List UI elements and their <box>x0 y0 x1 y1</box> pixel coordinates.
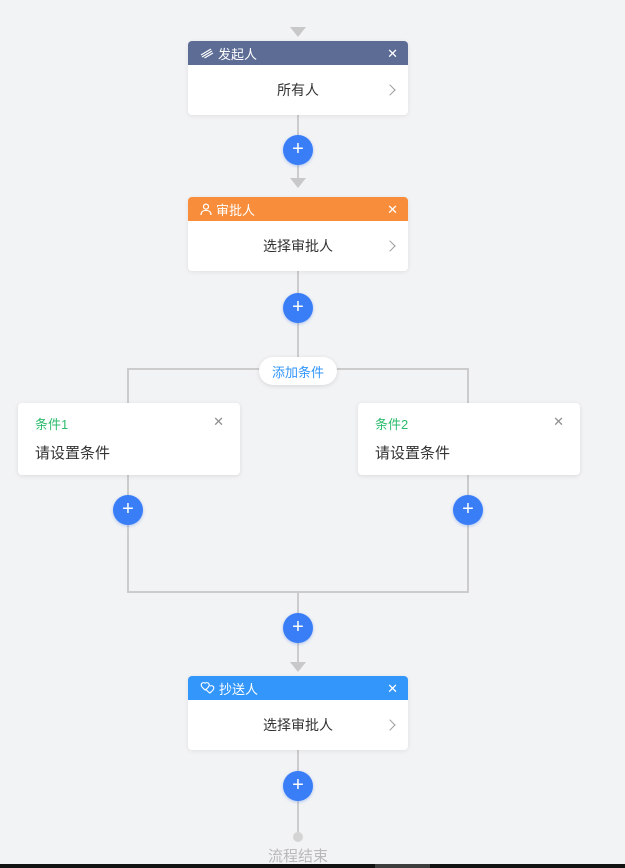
condition-2-title: 条件2 <box>375 417 409 432</box>
node-approver-title: 审批人 <box>216 202 256 218</box>
node-approver-header: 审批人 ✕ <box>188 197 408 221</box>
condition-2-close-icon[interactable]: ✕ <box>553 414 564 429</box>
chevron-right-icon <box>384 84 396 96</box>
condition-card-2[interactable]: 条件2 ✕ 请设置条件 <box>358 403 580 475</box>
node-approver: 审批人 ✕ 选择审批人 <box>188 197 408 271</box>
node-initiator-title: 发起人 <box>218 46 258 62</box>
arrow-down-icon <box>290 27 306 37</box>
add-node-button-branch-left[interactable]: + <box>113 495 143 525</box>
plus-icon: + <box>292 774 304 796</box>
add-node-button-4[interactable]: + <box>283 771 313 801</box>
condition-1-title: 条件1 <box>35 417 69 432</box>
arrow-down-icon <box>290 662 306 672</box>
node-initiator-header: 发起人 ✕ <box>188 41 408 65</box>
add-node-button-branch-right[interactable]: + <box>453 495 483 525</box>
plus-icon: + <box>292 296 304 318</box>
node-initiator-value: 所有人 <box>277 82 319 98</box>
arrow-down-icon <box>290 178 306 188</box>
condition-1-close-icon[interactable]: ✕ <box>213 414 224 429</box>
node-initiator-close-icon[interactable]: ✕ <box>387 45 398 61</box>
node-cc-title: 抄送人 <box>219 681 259 697</box>
approver-icon <box>200 202 212 216</box>
plus-icon: + <box>292 138 304 160</box>
add-node-button-2[interactable]: + <box>283 293 313 323</box>
node-cc-close-icon[interactable]: ✕ <box>387 680 398 696</box>
node-cc-value: 选择审批人 <box>263 717 333 733</box>
chevron-right-icon <box>384 240 396 252</box>
add-node-button-3[interactable]: + <box>283 613 313 643</box>
initiator-icon <box>200 47 214 59</box>
window-bottom-edge <box>0 864 625 868</box>
add-condition-button[interactable]: 添加条件 <box>258 357 338 385</box>
cc-icon <box>200 682 215 694</box>
add-condition-label: 添加条件 <box>271 364 325 380</box>
add-node-button-1[interactable]: + <box>283 135 313 165</box>
flow-end-dot <box>293 832 303 842</box>
node-cc-body[interactable]: 选择审批人 <box>188 700 408 750</box>
node-approver-close-icon[interactable]: ✕ <box>387 201 398 217</box>
condition-1-placeholder: 请设置条件 <box>35 445 111 462</box>
chevron-right-icon <box>384 719 396 731</box>
plus-icon: + <box>462 498 474 520</box>
node-approver-value: 选择审批人 <box>263 238 333 254</box>
node-cc: 抄送人 ✕ 选择审批人 <box>188 676 408 750</box>
condition-2-placeholder: 请设置条件 <box>375 445 451 462</box>
node-initiator: 发起人 ✕ 所有人 <box>188 41 408 115</box>
node-cc-header: 抄送人 ✕ <box>188 676 408 700</box>
plus-icon: + <box>122 498 134 520</box>
node-approver-body[interactable]: 选择审批人 <box>188 221 408 271</box>
node-initiator-body[interactable]: 所有人 <box>188 65 408 115</box>
plus-icon: + <box>292 616 304 638</box>
flow-end-label: 流程结束 <box>267 848 329 865</box>
window-bottom-edge-segment <box>375 864 430 868</box>
condition-card-1[interactable]: 条件1 ✕ 请设置条件 <box>18 403 240 475</box>
